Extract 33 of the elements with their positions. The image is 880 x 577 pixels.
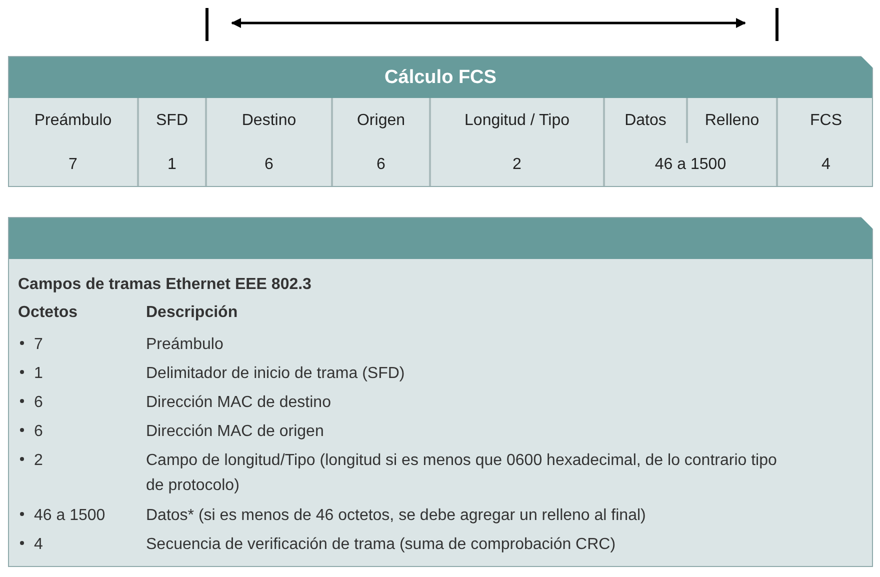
table-title: Campos de tramas Ethernet EEE 802.3 <box>18 275 312 295</box>
octet-count: 1 <box>18 361 143 386</box>
field-name: Destino <box>242 112 296 130</box>
octet-count: 46 a 1500 <box>18 503 143 528</box>
field-size: 7 <box>68 156 78 174</box>
octet-count: 6 <box>18 390 143 415</box>
field-name: Origen <box>356 112 406 130</box>
field-size: 6 <box>376 156 386 174</box>
octet-count: 6 <box>18 419 143 444</box>
field-name: Relleno <box>704 112 760 130</box>
field-name: Longitud / Tipo <box>464 112 570 130</box>
header-text: Cálculo FCS <box>384 66 496 88</box>
field-description: Delimitador de inicio de trama (SFD) <box>146 364 406 384</box>
field-description: Preámbulo <box>146 335 224 355</box>
field-name: FCS <box>810 112 842 130</box>
field-name: SFD <box>156 112 188 130</box>
octet-count: 2 <box>18 448 143 473</box>
field-size: 6 <box>264 156 274 174</box>
field-description: Dirección MAC de origen <box>146 422 325 442</box>
field-description: Secuencia de verificación de trama (suma de comprobación CRC) <box>146 535 617 555</box>
octet-count: 4 <box>18 532 143 557</box>
octet-count: 7 <box>18 332 143 357</box>
field-name: Datos <box>624 112 666 130</box>
field-size: 2 <box>512 156 522 174</box>
column-header: Descripción <box>146 303 239 323</box>
field-description: Datos* (si es menos de 46 octetos, se debe agregar un relleno al final) <box>146 506 647 526</box>
field-size: 1 <box>168 156 176 174</box>
field-size: 4 <box>822 156 830 174</box>
field-size: 46 a 1500 <box>654 156 726 174</box>
column-header: Octetos <box>18 303 79 323</box>
field-description: Dirección MAC de destino <box>146 393 332 413</box>
field-name: Preámbulo <box>34 112 112 130</box>
field-description: Campo de longitud/Tipo (longitud si es menos que 0600 hexadecimal, de lo contrario tipo de protocolo) <box>146 451 778 496</box>
